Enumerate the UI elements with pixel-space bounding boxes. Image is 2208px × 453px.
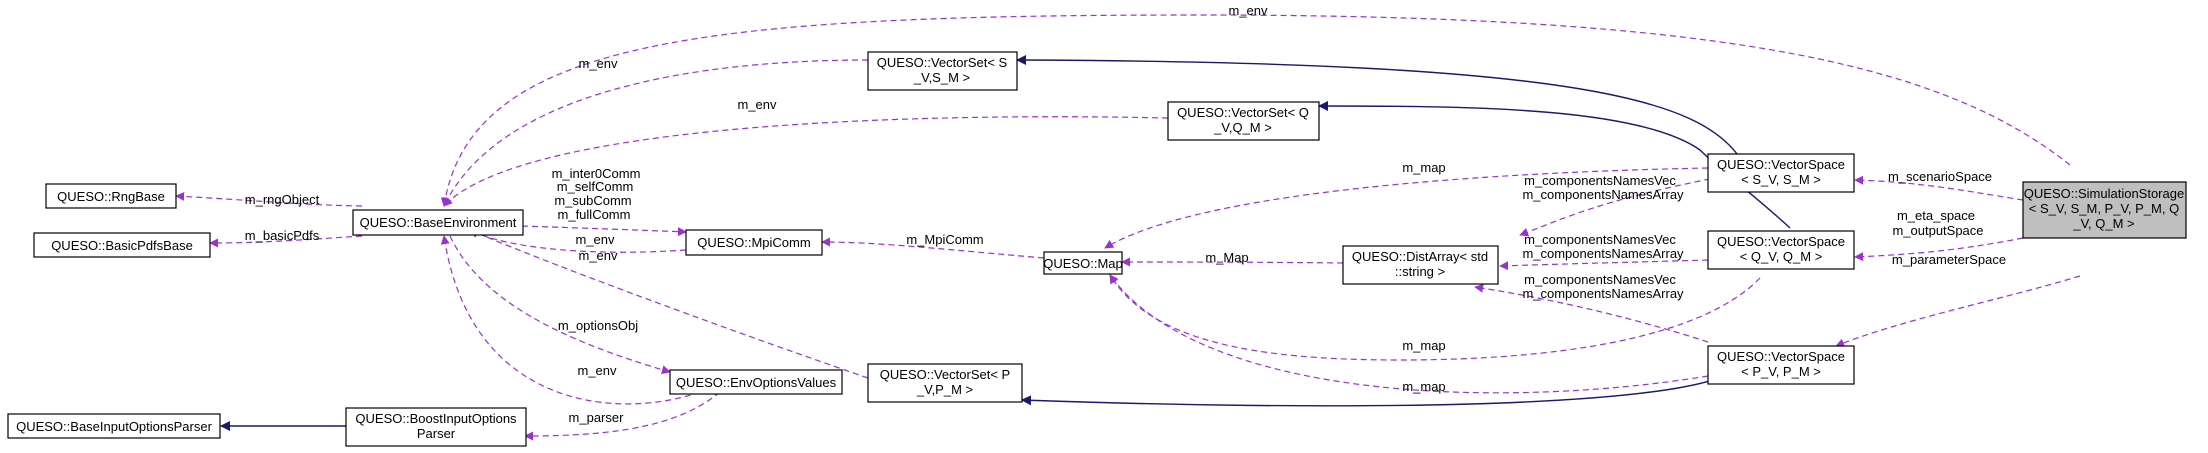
node-text: _V,S_M > bbox=[913, 70, 970, 85]
label-m_componentsNamesVec-q: m_componentsNamesVec bbox=[1524, 232, 1676, 247]
node-envoptionsvalues[interactable]: QUESO::EnvOptionsValues bbox=[669, 369, 843, 395]
node-vectorset-q[interactable]: QUESO::VectorSet< Q _V,Q_M > bbox=[1167, 101, 1320, 141]
label-m_selfComm: m_selfComm bbox=[557, 179, 634, 194]
label-m_scenarioSpace: m_scenarioSpace bbox=[1888, 169, 1992, 184]
edge-mpicomm-m_env bbox=[469, 229, 687, 253]
node-baseenvironment[interactable]: QUESO::BaseEnvironment bbox=[352, 209, 524, 236]
node-text: QUESO::DistArray< std bbox=[1352, 249, 1488, 264]
label-m_rngObject: m_rngObject bbox=[245, 192, 320, 207]
node-vectorspace-s[interactable]: QUESO::VectorSpace < S_V, S_M > bbox=[1707, 153, 1855, 193]
node-text: QUESO::BaseInputOptionsParser bbox=[16, 419, 212, 434]
label-m_env-vset_p: m_env bbox=[578, 248, 618, 263]
edge-mpicomm-m_comms bbox=[521, 225, 687, 237]
label-m_env-top: m_env bbox=[1228, 3, 1268, 18]
edge-vs_s-m_map bbox=[1104, 167, 1709, 249]
edge-vs_s-m_componentsNames bbox=[1519, 176, 1721, 237]
edge-sim-m_parameterSpace bbox=[1835, 275, 2081, 348]
node-text: QUESO::VectorSpace bbox=[1717, 349, 1845, 364]
edge-vs_p-m_map bbox=[1109, 274, 1709, 394]
node-text: QUESO::MpiComm bbox=[697, 235, 810, 250]
edge-sim-m_eta_outputSpace bbox=[1854, 237, 2024, 262]
edge-vset_q-m_env bbox=[443, 116, 1169, 207]
edge-envopts-m_parser bbox=[524, 391, 721, 441]
node-text: Parser bbox=[417, 426, 456, 441]
usage-edges bbox=[175, 14, 2081, 441]
edge-vs_q-m_componentsNames bbox=[1499, 259, 1709, 271]
label-m_optionsObj: m_optionsObj bbox=[558, 318, 638, 333]
label-m_subComm: m_subComm bbox=[554, 193, 631, 208]
edge-baseenv-m_basicPdfs bbox=[209, 235, 363, 248]
label-m_parameterSpace: m_parameterSpace bbox=[1892, 252, 2006, 267]
node-text: < Q_V, Q_M > bbox=[1740, 249, 1823, 264]
node-vectorset-p[interactable]: QUESO::VectorSet< P _V,P_M > bbox=[867, 363, 1023, 403]
node-mpicomm[interactable]: QUESO::MpiComm bbox=[685, 229, 823, 256]
edge-vs_p-m_componentsNames bbox=[1474, 283, 1709, 343]
edge-vs_q-m_map bbox=[1109, 274, 1761, 361]
node-text: < S_V, S_M, P_V, P_M, Q bbox=[2029, 201, 2179, 216]
node-text: < P_V, P_M > bbox=[1741, 364, 1821, 379]
node-text: QUESO::RngBase bbox=[57, 189, 165, 204]
label-m_outputSpace: m_outputSpace bbox=[1892, 223, 1983, 238]
node-text: _V,P_M > bbox=[916, 382, 973, 397]
label-m_eta_space: m_eta_space bbox=[1897, 208, 1975, 223]
label-m_componentsNamesArray-p: m_componentsNamesArray bbox=[1522, 286, 1684, 301]
node-simulation-storage[interactable]: QUESO::SimulationStorage < S_V, S_M, P_V… bbox=[2022, 181, 2187, 239]
label-m_Map: m_Map bbox=[1205, 250, 1248, 265]
label-m_basicPdfs: m_basicPdfs bbox=[245, 228, 320, 243]
label-m_env-vset_q: m_env bbox=[737, 97, 777, 112]
edge-distarray-m_Map bbox=[1121, 257, 1344, 267]
edge-labels: m_env m_env m_env m_scenarioSpace m_eta_… bbox=[245, 3, 2006, 425]
node-vectorset-s[interactable]: QUESO::VectorSet< S _V,S_M > bbox=[867, 51, 1018, 91]
node-text: _V,Q_M > bbox=[1213, 120, 1272, 135]
node-text: _V, Q_M > bbox=[2072, 216, 2134, 231]
node-text: QUESO::VectorSet< P bbox=[880, 367, 1010, 382]
node-text: < S_V, S_M > bbox=[1741, 172, 1821, 187]
node-text: QUESO::Map bbox=[1043, 256, 1122, 271]
node-text: QUESO::EnvOptionsValues bbox=[676, 375, 837, 390]
node-basicpdfsbase[interactable]: QUESO::BasicPdfsBase bbox=[33, 232, 211, 258]
node-map[interactable]: QUESO::Map bbox=[1043, 251, 1123, 275]
node-text: QUESO::SimulationStorage bbox=[2024, 186, 2184, 201]
node-text: QUESO::BoostInputOptions bbox=[355, 411, 517, 426]
node-rngbase[interactable]: QUESO::RngBase bbox=[45, 183, 177, 209]
node-text: ::string > bbox=[1395, 264, 1445, 279]
edge-vset_s-m_env bbox=[443, 59, 869, 207]
label-m_parser: m_parser bbox=[569, 410, 625, 425]
node-text: QUESO::VectorSpace bbox=[1717, 234, 1845, 249]
edge-baseenv-m_optionsObj bbox=[449, 235, 671, 375]
node-vectorspace-p[interactable]: QUESO::VectorSpace < P_V, P_M > bbox=[1707, 345, 1855, 385]
edge-vs_s-to-vset_s bbox=[1016, 55, 1741, 159]
label-m_env-vset_s: m_env bbox=[578, 56, 618, 71]
edge-vset_p-m_env bbox=[469, 229, 869, 379]
edge-map-m_MpiComm bbox=[821, 237, 1045, 259]
node-text: QUESO::VectorSpace bbox=[1717, 157, 1845, 172]
label-m_componentsNamesVec-s: m_componentsNamesVec bbox=[1524, 173, 1676, 188]
node-text: QUESO::BaseEnvironment bbox=[360, 215, 517, 230]
label-m_env-mpicomm: m_env bbox=[575, 232, 615, 247]
label-m_fullComm: m_fullComm bbox=[558, 207, 631, 222]
nodes: QUESO::SimulationStorage < S_V, S_M, P_V… bbox=[7, 51, 2187, 447]
label-m_map-q: m_map bbox=[1402, 338, 1445, 353]
node-baseinputoptionsparser[interactable]: QUESO::BaseInputOptionsParser bbox=[7, 413, 221, 439]
node-text: QUESO::VectorSet< Q bbox=[1177, 105, 1309, 120]
label-m_env-envopts: m_env bbox=[577, 363, 617, 378]
node-vectorspace-q[interactable]: QUESO::VectorSpace < Q_V, Q_M > bbox=[1707, 230, 1855, 270]
label-m_componentsNamesVec-p: m_componentsNamesVec bbox=[1524, 272, 1676, 287]
edge-envopts-m_env bbox=[440, 235, 701, 405]
edge-sim-m_scenarioSpace bbox=[1854, 175, 2024, 201]
edge-baseenv-m_rngObject bbox=[175, 191, 363, 207]
label-m_inter0Comm: m_inter0Comm bbox=[552, 166, 641, 181]
node-text: QUESO::VectorSet< S bbox=[877, 55, 1008, 70]
label-m_componentsNamesArray-q: m_componentsNamesArray bbox=[1522, 246, 1684, 261]
label-m_MpiComm: m_MpiComm bbox=[906, 232, 983, 247]
node-text: QUESO::BasicPdfsBase bbox=[51, 238, 193, 253]
edge-vs_p-to-vset_p bbox=[1021, 365, 1741, 407]
node-boostinputoptionsparser[interactable]: QUESO::BoostInputOptions Parser bbox=[345, 407, 527, 447]
label-m_map-s: m_map bbox=[1402, 160, 1445, 175]
label-m_map-p: m_map bbox=[1402, 379, 1445, 394]
node-distarray[interactable]: QUESO::DistArray< std ::string > bbox=[1342, 245, 1499, 285]
edge-sim-m_env bbox=[440, 14, 2071, 207]
label-m_componentsNamesArray-s: m_componentsNamesArray bbox=[1522, 187, 1684, 202]
